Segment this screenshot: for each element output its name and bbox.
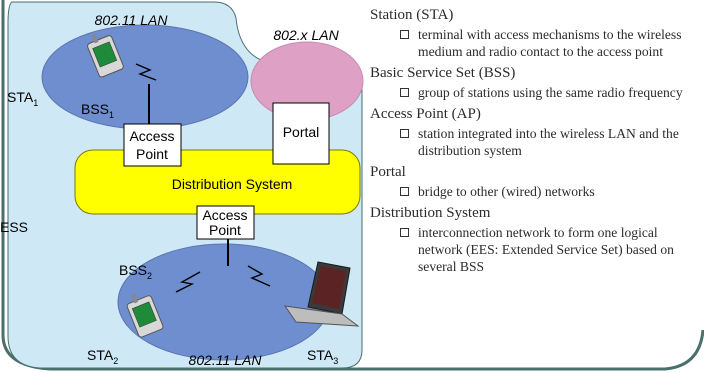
definitions-list: Station (STA) terminal with access mecha…: [370, 6, 702, 275]
definition-description: terminal with access mechanisms to the w…: [400, 26, 702, 60]
access-point-top: [123, 123, 182, 167]
access-point-top-line1: Access: [129, 128, 174, 144]
pda-device-icon: [87, 33, 124, 78]
portal-label: Portal: [283, 124, 320, 140]
radio-signal-icon: [175, 271, 201, 293]
checkbox-bullet-icon: [400, 129, 409, 138]
bss1-label: BSS1: [81, 101, 114, 120]
access-point-bottom: [196, 205, 255, 240]
definition-description: bridge to other (wired) networks: [400, 183, 702, 200]
pda-device-icon: [126, 293, 164, 338]
definition-description: station integrated into the wireless LAN…: [400, 125, 702, 159]
distribution-system-label: Distribution System: [172, 176, 293, 192]
definition-term: Basic Service Set (BSS): [370, 65, 516, 81]
radio-signal-icon: [247, 265, 271, 287]
access-point-bottom-line1: Access: [202, 207, 247, 223]
radio-signal-icon: [135, 63, 157, 81]
laptop-icon: [283, 261, 360, 327]
ess-label: ESS: [0, 219, 28, 235]
definition-description: interconnection network to form one logi…: [400, 224, 702, 275]
access-point-bottom-line2: Point: [209, 222, 241, 238]
portal-box: [272, 102, 330, 165]
checkbox-bullet-icon: [400, 228, 409, 237]
access-point-top-line2: Point: [136, 146, 168, 162]
lan-other-label: 802.x LAN: [273, 27, 339, 43]
definition-term: Portal: [370, 164, 406, 180]
bss1-ellipse: [41, 24, 249, 130]
sta3-label: STA3: [307, 347, 338, 366]
lan-bottom-label: 802.11 LAN: [189, 352, 263, 368]
definition-description: group of stations using the same radio f…: [400, 84, 702, 101]
bss2-label: BSS2: [119, 262, 152, 281]
definition-term: Access Point (AP): [370, 106, 481, 122]
sta1-label: STA1: [7, 89, 38, 108]
checkbox-bullet-icon: [400, 30, 409, 39]
definition-term: Station (STA): [370, 7, 454, 23]
lan-top-label: 802.11 LAN: [95, 12, 169, 28]
sta2-label: STA2: [87, 347, 118, 366]
checkbox-bullet-icon: [400, 187, 409, 196]
definition-term: Distribution System: [370, 205, 491, 221]
checkbox-bullet-icon: [400, 88, 409, 97]
